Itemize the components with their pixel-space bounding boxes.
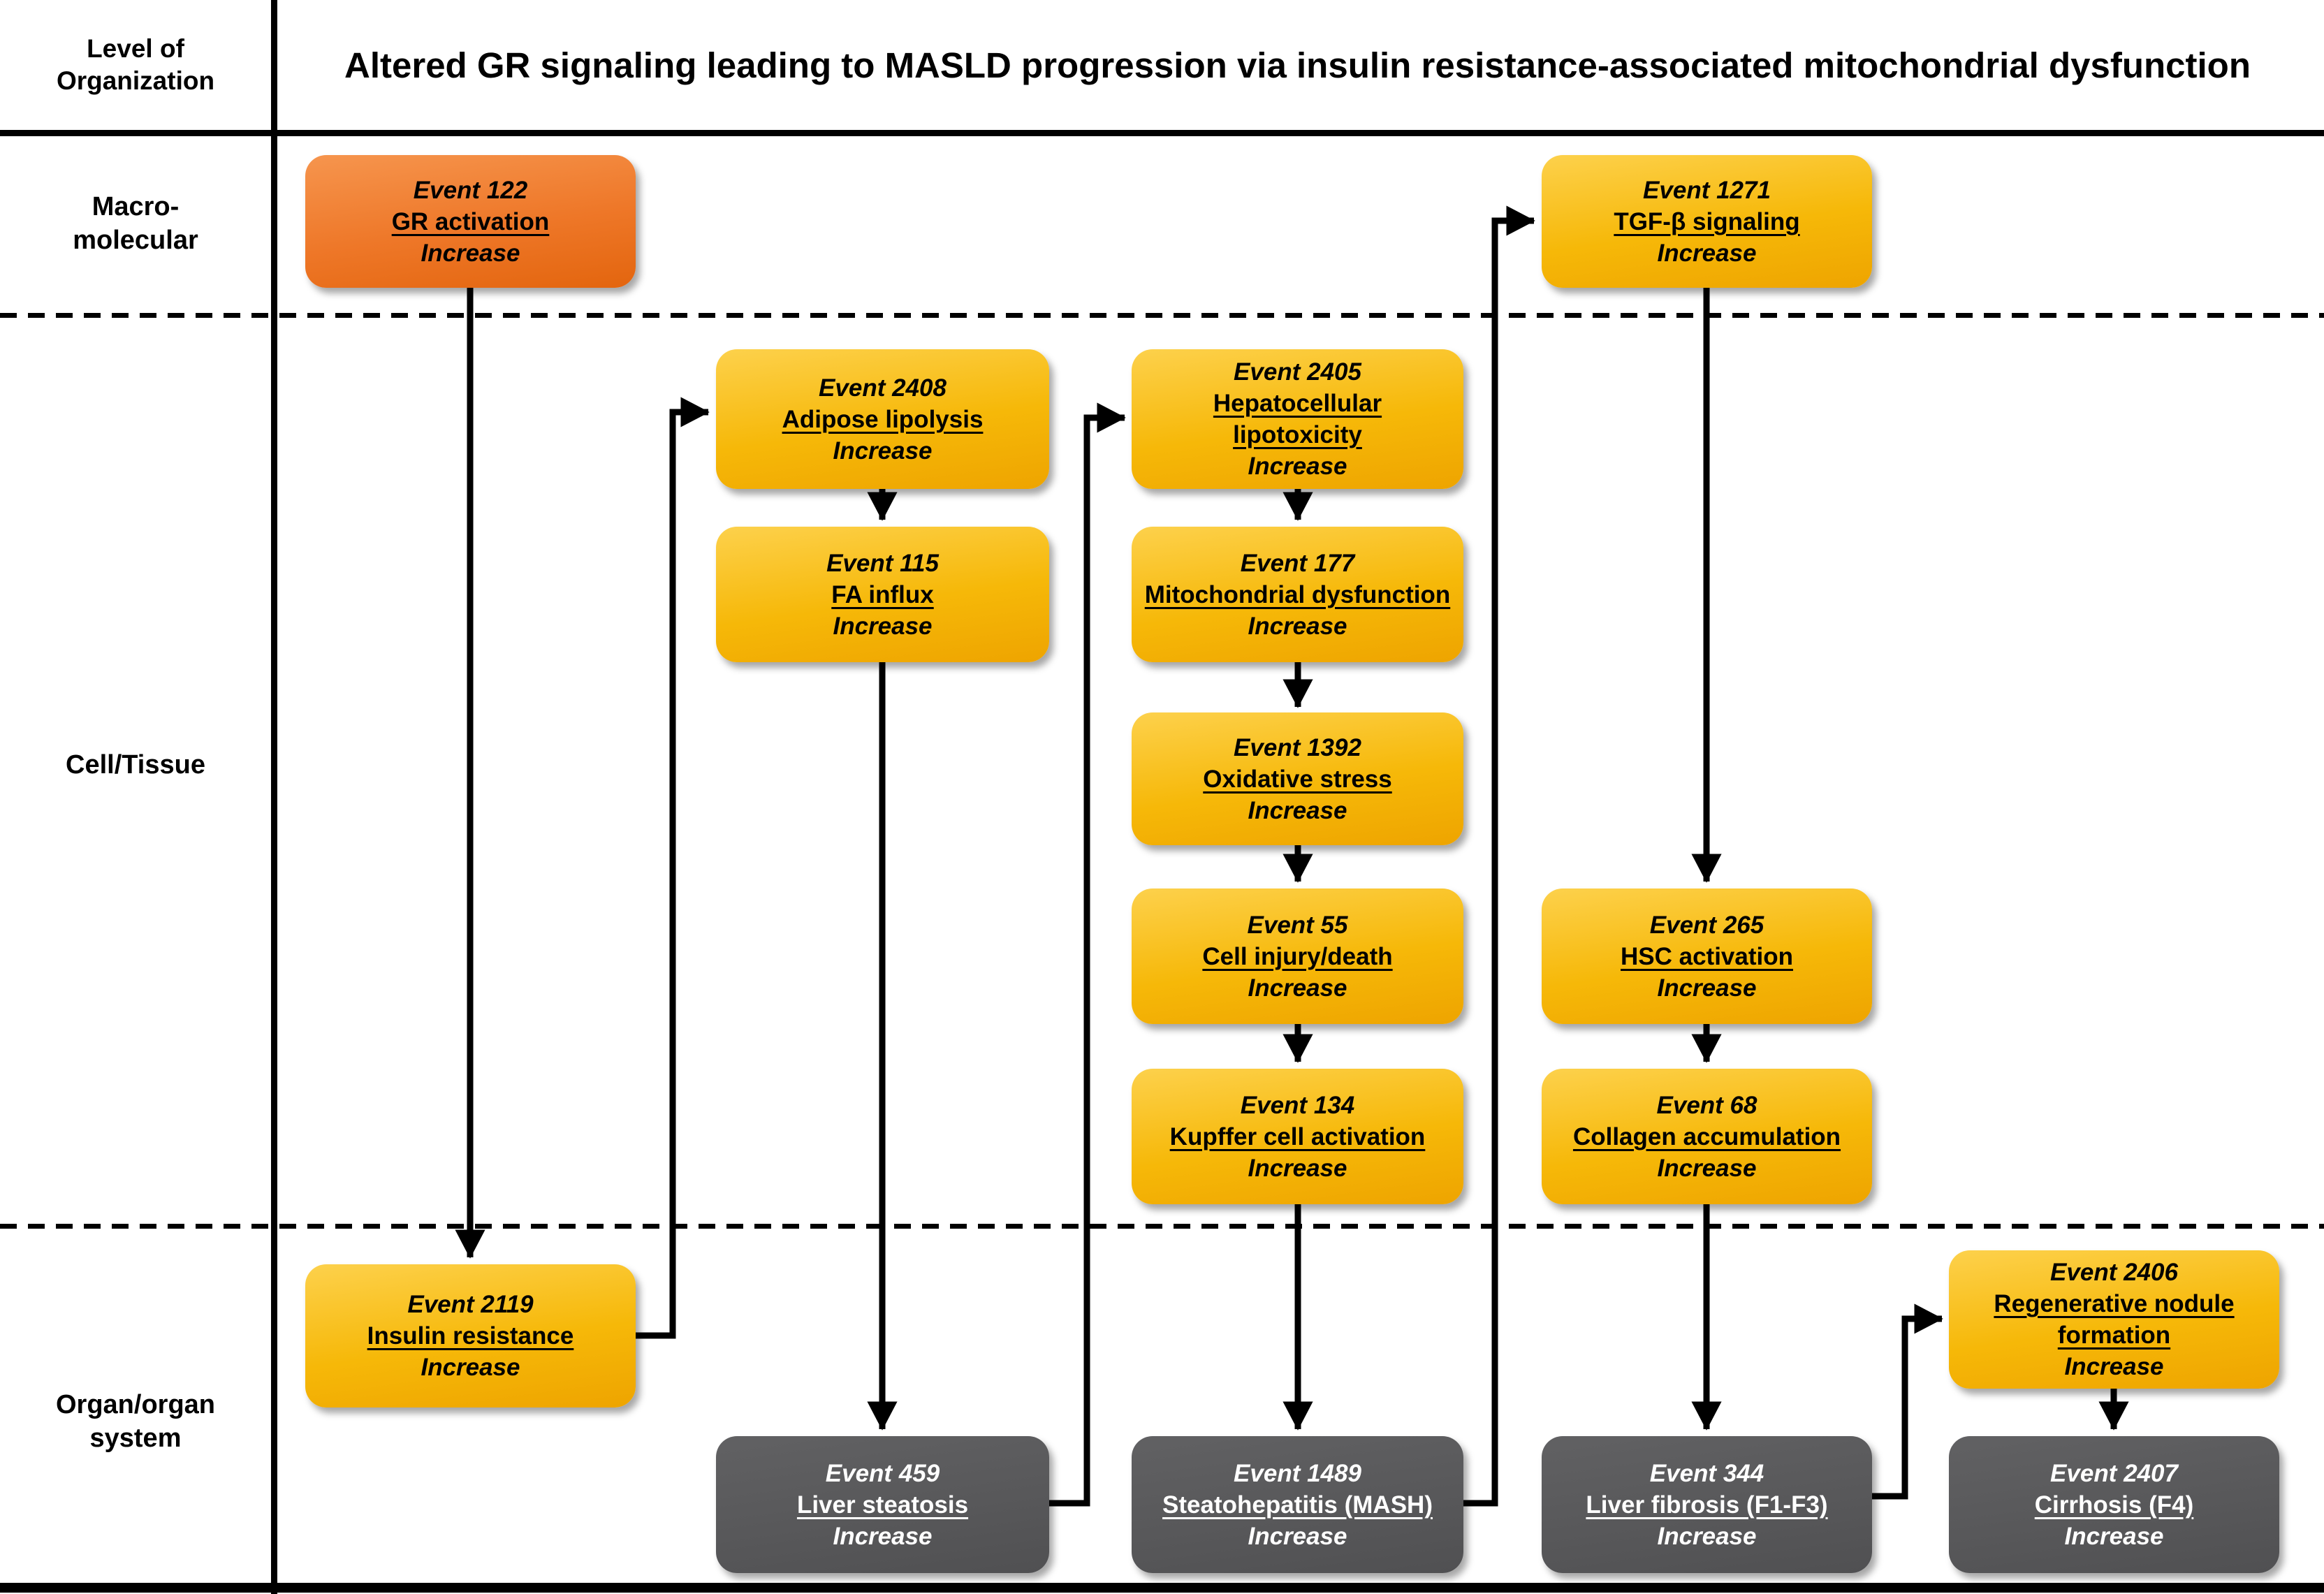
- event-id: Event 459: [825, 1459, 940, 1487]
- node-event-177: Event 177 Mitochondrial dysfunction Incr…: [1132, 527, 1463, 662]
- event-direction: Increase: [1248, 1522, 1347, 1550]
- node-event-2406: Event 2406 Regenerative nodule formation…: [1949, 1250, 2279, 1389]
- event-direction: Increase: [1248, 1154, 1347, 1182]
- header-divider-line: [0, 130, 2324, 136]
- event-name: Steatohepatitis (MASH): [1162, 1491, 1433, 1519]
- event-name: Oxidative stress: [1203, 765, 1392, 793]
- event-name: HSC activation: [1621, 942, 1793, 970]
- event-name: Mitochondrial dysfunction: [1144, 580, 1451, 608]
- bottom-border-line: [0, 1583, 2324, 1593]
- event-name: TGF-β signaling: [1614, 207, 1800, 235]
- event-id: Event 1271: [1643, 176, 1771, 204]
- arrow-2119-2408: [636, 397, 710, 1339]
- dashed-divider-celltissue-organ: [0, 1224, 2324, 1229]
- event-direction: Increase: [1657, 239, 1757, 267]
- event-id: Event 344: [1649, 1459, 1764, 1487]
- node-event-2408: Event 2408 Adipose lipolysis Increase: [716, 349, 1049, 489]
- event-direction: Increase: [2064, 1522, 2164, 1550]
- event-direction: Increase: [421, 1354, 520, 1381]
- arrow-344-2406: [1872, 1303, 1943, 1500]
- event-name: Adipose lipolysis: [782, 405, 984, 433]
- event-direction: Increase: [2064, 1353, 2164, 1380]
- event-direction: Increase: [1248, 612, 1347, 640]
- event-name: FA influx: [831, 580, 934, 608]
- arrow-1489-1271: [1463, 205, 1535, 1507]
- node-event-344: Event 344 Liver fibrosis (F1-F3) Increas…: [1542, 1436, 1872, 1573]
- node-event-134: Event 134 Kupffer cell activation Increa…: [1132, 1069, 1463, 1204]
- event-name: Cirrhosis (F4): [2034, 1491, 2194, 1519]
- event-id: Event 177: [1240, 549, 1355, 577]
- event-id: Event 2408: [819, 374, 947, 402]
- event-name: Hepatocellular lipotoxicity: [1213, 390, 1382, 448]
- event-direction: Increase: [833, 437, 933, 465]
- event-id: Event 2407: [2050, 1459, 2178, 1487]
- event-id: Event 265: [1649, 911, 1764, 939]
- node-event-1489: Event 1489 Steatohepatitis (MASH) Increa…: [1132, 1436, 1463, 1573]
- event-direction: Increase: [421, 239, 520, 267]
- level-label-cell-tissue: Cell/Tissue: [66, 750, 205, 780]
- event-direction: Increase: [1248, 796, 1347, 824]
- event-direction: Increase: [833, 612, 933, 640]
- node-event-265: Event 265 HSC activation Increase: [1542, 889, 1872, 1024]
- event-name: Insulin resistance: [367, 1322, 574, 1350]
- event-name: Collagen accumulation: [1572, 1123, 1841, 1150]
- event-name: Kupffer cell activation: [1169, 1123, 1426, 1150]
- event-direction: Increase: [1657, 974, 1757, 1002]
- event-id: Event 1489: [1234, 1459, 1361, 1487]
- level-label-macromolecular: Macro- molecular: [73, 192, 198, 255]
- event-name: Liver steatosis: [796, 1491, 969, 1519]
- event-name: Cell injury/death: [1202, 942, 1393, 970]
- event-id: Event 122: [413, 176, 528, 204]
- event-id: Event 115: [826, 549, 939, 577]
- event-id: Event 55: [1247, 911, 1348, 939]
- event-id: Event 1392: [1234, 733, 1361, 761]
- left-column-divider-line: [271, 0, 277, 1594]
- level-of-organization-header: Level of Organization: [56, 34, 215, 95]
- event-direction: Increase: [1248, 453, 1347, 480]
- event-direction: Increase: [1248, 974, 1347, 1002]
- event-direction: Increase: [1657, 1522, 1757, 1550]
- node-event-2405: Event 2405 Hepatocellular lipotoxicity I…: [1132, 349, 1463, 489]
- node-event-55: Event 55 Cell injury/death Increase: [1132, 889, 1463, 1024]
- node-event-1392: Event 1392 Oxidative stress Increase: [1132, 712, 1463, 845]
- event-name: GR activation: [391, 207, 550, 235]
- event-name: Regenerative nodule formation: [1994, 1290, 2235, 1349]
- event-id: Event 2405: [1234, 358, 1361, 386]
- dashed-divider-macromolecular-celltissue: [0, 313, 2324, 318]
- node-event-1271: Event 1271 TGF-β signaling Increase: [1542, 155, 1872, 288]
- level-label-organ-system: Organ/organ system: [55, 1390, 216, 1453]
- event-direction: Increase: [833, 1522, 933, 1550]
- node-event-2407: Event 2407 Cirrhosis (F4) Increase: [1949, 1436, 2279, 1573]
- event-name: Liver fibrosis (F1-F3): [1586, 1491, 1828, 1519]
- node-event-459: Event 459 Liver steatosis Increase: [716, 1436, 1049, 1573]
- event-direction: Increase: [1657, 1154, 1757, 1182]
- event-id: Event 2119: [407, 1291, 534, 1318]
- node-event-2119: Event 2119 Insulin resistance Increase: [305, 1264, 636, 1407]
- diagram-title: Altered GR signaling leading to MASLD pr…: [344, 45, 2251, 85]
- event-id: Event 2406: [2050, 1259, 2178, 1286]
- node-event-115: Event 115 FA influx Increase: [716, 527, 1049, 662]
- event-id: Event 134: [1240, 1091, 1355, 1119]
- node-event-122: Event 122 GR activation Increase: [305, 155, 636, 288]
- arrow-459-2405: [1048, 402, 1126, 1507]
- event-id: Event 68: [1656, 1091, 1757, 1119]
- node-event-68: Event 68 Collagen accumulation Increase: [1542, 1069, 1872, 1204]
